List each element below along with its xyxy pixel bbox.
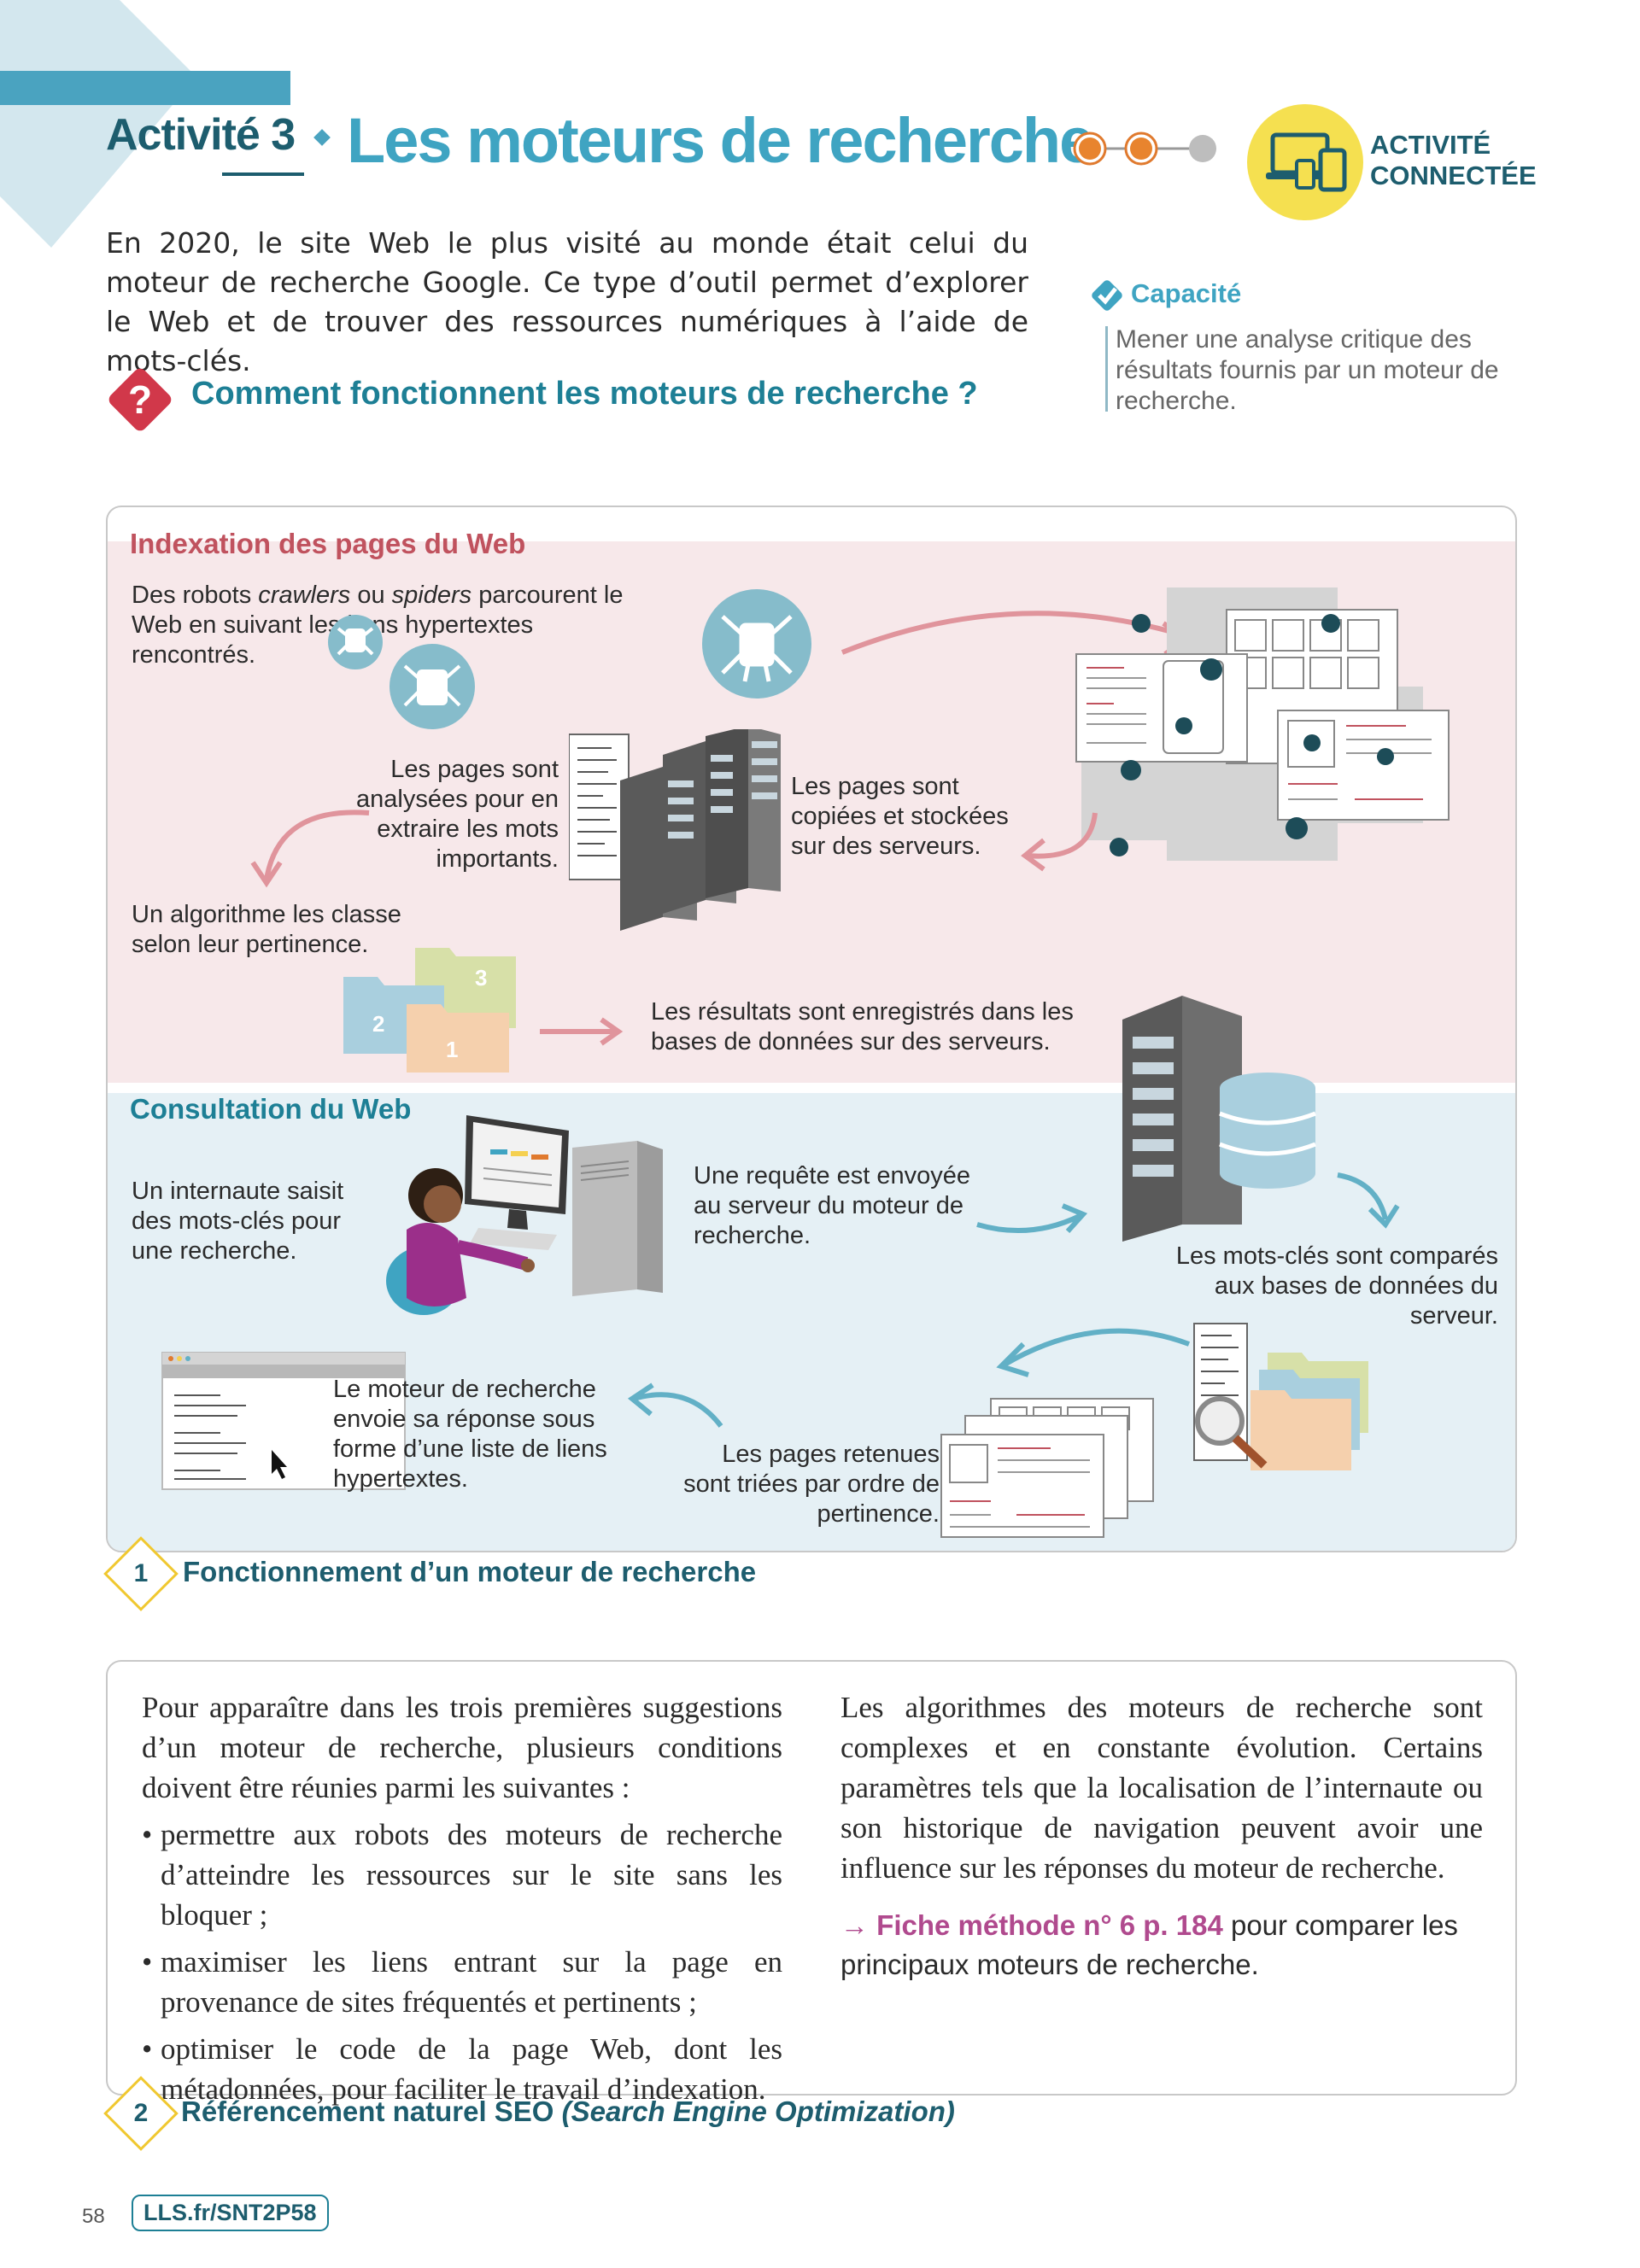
results-browser-window	[161, 1352, 406, 1490]
capacity-text: Mener une analyse critique des résultats…	[1116, 325, 1499, 415]
indexation-step-store: Les pages sont copiées et stockées sur d…	[791, 773, 1009, 860]
question-icon: ?	[108, 368, 172, 431]
svg-text:?: ?	[128, 377, 152, 422]
indexation-step-crawl: Des robots crawlers ou spiders parcouren…	[132, 581, 661, 670]
list-item: permettre aux robots des moteurs de rech…	[142, 1815, 782, 1935]
consultation-step-compare: Les mots-clés sont comparés aux bases de…	[1175, 1242, 1498, 1330]
caption-1-number: 1	[133, 1559, 149, 1587]
method-text: pour comparer les principaux moteurs de …	[840, 1909, 1458, 1980]
consultation-step-request: Une requête est envoyée au serveur du mo…	[694, 1162, 971, 1249]
database-server-illustration	[1122, 996, 1316, 1242]
list-item: optimiser le code de la page Web, dont l…	[142, 2029, 782, 2109]
connected-label-line1: ACTIVITÉ	[1370, 130, 1491, 160]
caption-1-title: Fonctionnement d’un moteur de recherche	[183, 1556, 757, 1587]
folder-label-2: 2	[372, 1011, 384, 1037]
intro-paragraph: En 2020, le site Web le plus visité au m…	[106, 226, 1028, 377]
seo-conditions-intro: Pour apparaître dans les trois premières…	[142, 1691, 782, 1804]
crawl-text-mid: ou	[350, 582, 392, 609]
server-racks-illustration	[569, 729, 781, 931]
save-results-arrow	[540, 1017, 624, 1046]
crawl-text-spiders: spiders	[391, 582, 472, 609]
caption-2-number: 2	[133, 2099, 149, 2127]
check-badge-icon	[1092, 280, 1122, 311]
crawl-text-post: parcourent le Web en suivant les liens h…	[132, 582, 624, 669]
store-arrow	[1021, 812, 1098, 872]
sort-arrow	[996, 1328, 1191, 1377]
caption-2-em: (Search Engine Optimization)	[561, 2096, 955, 2127]
activity-underline	[222, 172, 304, 176]
algorithm-paragraph: Les algorithmes des moteurs de recherche…	[840, 1691, 1483, 1885]
seo-conditions-list: permettre aux robots des moteurs de rech…	[142, 1815, 782, 2109]
indexation-step-analyze: Les pages sont analysées pour en extrair…	[356, 756, 559, 873]
compare-arrow	[1337, 1172, 1400, 1229]
user-at-computer-illustration	[386, 1115, 663, 1315]
response-arrow	[627, 1382, 723, 1428]
indexation-step-rank: Un algorithme les classe selon leur pert…	[132, 901, 401, 958]
caption-2-title: Référencement naturel SEO (Search Engine…	[181, 2096, 955, 2128]
sorted-pages-illustration	[940, 1398, 1154, 1538]
indexation-title: Indexation des pages du Web	[130, 528, 526, 559]
document-1-diagram: Indexation des pages du Web Des robots c…	[106, 506, 1517, 1552]
corner-accent-bar	[0, 71, 290, 105]
guiding-question: Comment fonctionnent les moteurs de rech…	[191, 376, 978, 412]
crawl-text-crawlers: crawlers	[258, 582, 351, 609]
page-title: Les moteurs de recherche	[347, 105, 1094, 176]
document-2-text: Pour apparaître dans les trois premières…	[106, 1660, 1517, 2106]
consultation-title: Consultation du Web	[130, 1093, 412, 1125]
title-separator-dot	[313, 129, 331, 146]
folder-label-3: 3	[475, 965, 487, 991]
request-arrow	[976, 1203, 1088, 1234]
method-link[interactable]: Fiche méthode n° 6 p. 184	[876, 1909, 1223, 1941]
corner-decoration	[0, 0, 196, 248]
difficulty-level-icon	[1073, 132, 1216, 166]
list-item: maximiser les liens entrant sur la page …	[142, 1942, 782, 2022]
connected-activity-badge	[1247, 104, 1363, 220]
crawl-text-pre: Des robots	[132, 582, 259, 609]
connected-label-line2: CONNECTÉE	[1370, 161, 1537, 190]
document-search-illustration	[1193, 1323, 1368, 1470]
method-arrow-icon: →	[840, 1909, 869, 1941]
page-number: 58	[82, 2205, 105, 2228]
seo-conditions-column: Pour apparaître dans les trois premières…	[142, 1687, 782, 2109]
consultation-step-type: Un internaute saisit des mots-clés pour …	[132, 1178, 344, 1265]
consultation-step-response: Le moteur de recherche envoie sa réponse…	[333, 1376, 607, 1493]
devices-icon	[1266, 132, 1347, 192]
analyze-arrow	[250, 810, 370, 888]
spider-robots-illustration	[328, 615, 475, 729]
ranked-folders-illustration: 2 3 1	[343, 948, 516, 1073]
activity-label: Activité 3	[106, 110, 296, 160]
capacity-title: Capacité	[1131, 278, 1242, 308]
folder-label-1: 1	[446, 1037, 458, 1062]
web-pages-with-spiders-illustration	[1075, 587, 1450, 861]
indexation-step-save: Les résultats sont enregistrés dans les …	[651, 998, 1074, 1055]
large-spider-robot-icon	[702, 589, 811, 699]
method-reference: → Fiche méthode n° 6 p. 184 pour compare…	[840, 1906, 1483, 1984]
caption-2-main: Référencement naturel SEO	[181, 2096, 562, 2127]
capacity-divider	[1105, 326, 1108, 412]
connected-activity-label: ACTIVITÉ CONNECTÉE	[1370, 130, 1537, 191]
online-resource-link[interactable]: LLS.fr/SNT2P58	[132, 2195, 329, 2231]
consultation-step-sort: Les pages retenues sont triées par ordre…	[683, 1441, 940, 1528]
